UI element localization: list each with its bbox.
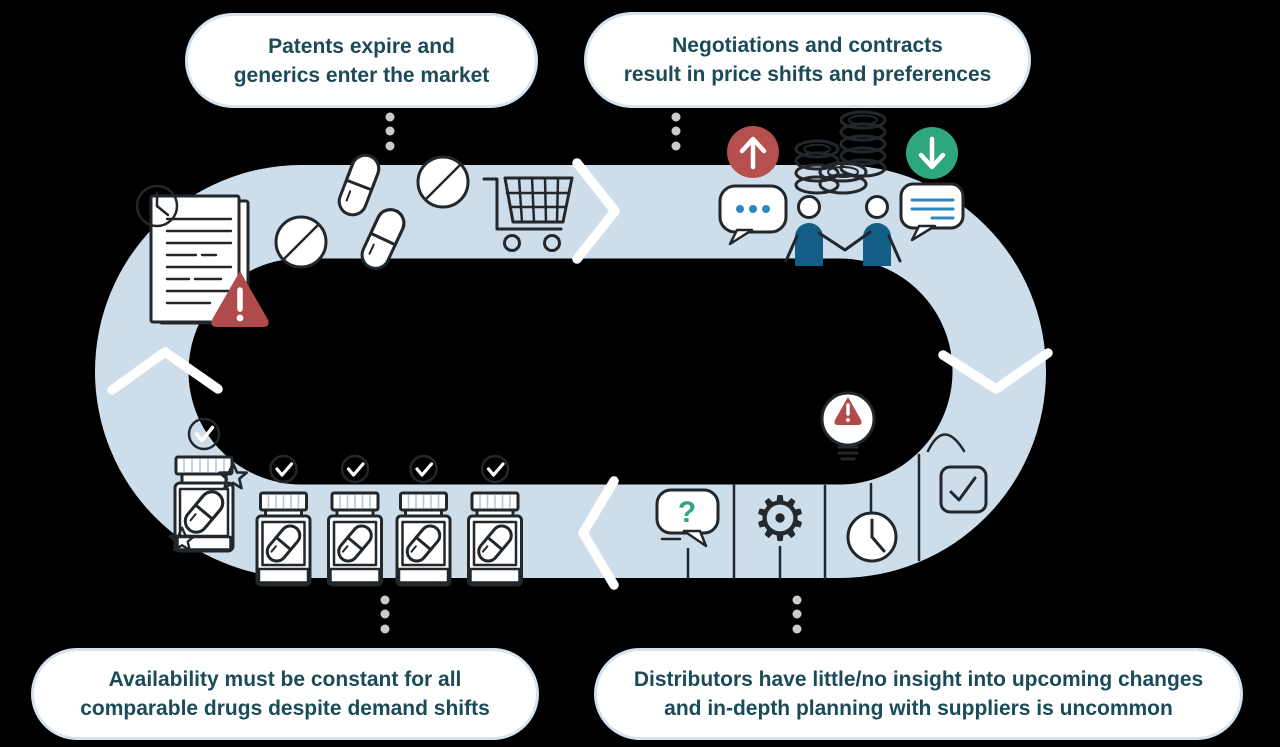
capsule-green-icon [360,208,406,270]
question-mark: ? [678,496,696,529]
star-icon [218,462,248,490]
generic-pill-bottle-icon [327,454,383,587]
shopping-cart-icon [482,176,574,252]
tablet-icon [416,155,470,209]
callout-line: Distributors have little/no insight into… [633,668,1204,691]
flow-chevron-up-icon [107,347,223,395]
callout-patents-expire: Patents expire and generics enter the ma… [185,13,538,108]
handshake-people-icon [784,195,902,266]
check-circle-icon [187,417,221,451]
dotted-connector-top-right [671,112,681,151]
flow-chevron-down-icon [938,348,1053,394]
callout-line: Patents expire and [268,34,455,58]
speech-dots-icon [718,184,788,246]
coins-icon [794,110,887,195]
svg-text:⚙: ⚙ [752,482,808,555]
dotted-connector-top-left [385,112,395,151]
flow-chevron-right-icon [572,158,620,264]
generic-pill-bottle-icon [467,454,523,587]
capsule-blue-icon [337,153,381,217]
callout-availability: Availability must be constant for all co… [31,648,539,740]
branded-pill-bottle-icon [168,417,248,553]
speech-lines-icon [899,182,965,242]
generic-pill-bottle-icon [255,454,312,587]
price-up-icon [727,126,779,178]
check-circle-icon [269,454,298,484]
callout-line: Availability must be constant for all [108,668,462,691]
stage-patents-icons [135,153,574,327]
stage-availability-icons [168,417,523,587]
stage-negotiations-icons [718,110,965,266]
star-icon [168,526,196,552]
check-circle-icon [340,454,370,484]
question-bubble-icon: ? [655,488,720,580]
gear-icon: ⚙ [752,482,808,580]
check-circle-icon [409,454,438,484]
callout-line: result in price shifts and preferences [623,63,992,86]
callout-distributors: Distributors have little/no insight into… [594,648,1243,740]
callout-negotiations: Negotiations and contracts result in pri… [584,12,1031,108]
clock-icon [846,482,898,563]
generic-pill-bottle-icon [395,454,452,587]
alert-triangle-icon [211,271,269,327]
flow-chevron-left-icon [578,476,619,590]
clock-icon [135,184,179,228]
check-square-icon [926,433,988,514]
callout-line: and in-depth planning with suppliers is … [664,697,1173,720]
callout-line: comparable drugs despite demand shifts [80,697,490,720]
document-icon [149,194,250,325]
tablet-icon [274,215,328,269]
idea-alert-bulb-icon [820,391,876,461]
stage-distributor-icons: ? ⚙ [655,391,988,580]
dotted-connector-bottom-right [792,595,802,634]
price-down-icon [906,127,958,179]
generic-pill-bottle-row [255,454,523,587]
dotted-connector-bottom-left [380,595,390,634]
check-circle-icon [480,454,510,484]
callout-line: generics enter the market [233,63,490,87]
callout-line: Negotiations and contracts [672,34,943,57]
